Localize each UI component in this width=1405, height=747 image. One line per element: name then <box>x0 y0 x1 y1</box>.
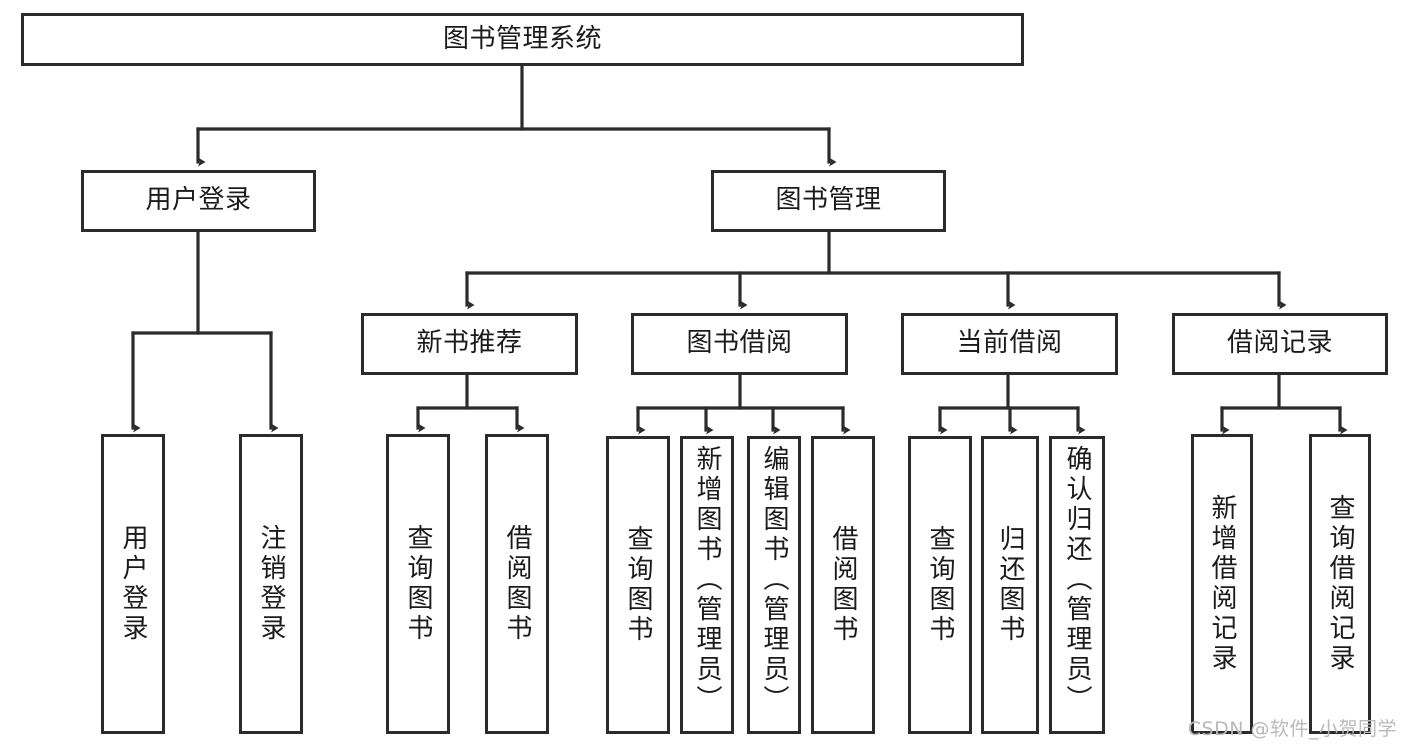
node-leaf-confirm-return-label: 确认归还（管理员） <box>1062 445 1092 715</box>
node-leaf-add-record[interactable]: 新增借阅记录 <box>1191 434 1253 734</box>
node-leaf-edit-book-label: 编辑图书（管理员） <box>759 445 789 715</box>
node-leaf-logout-login[interactable]: 注销登录 <box>239 434 303 734</box>
node-leaf-edit-book[interactable]: 编辑图书（管理员） <box>747 436 801 734</box>
node-leaf-user-login[interactable]: 用户登录 <box>101 434 165 734</box>
node-book-management-label: 图书管理 <box>775 185 882 216</box>
node-current-borrow[interactable]: 当前借阅 <box>901 313 1118 375</box>
node-root-label: 图书管理系统 <box>442 23 602 54</box>
node-leaf-add-book-label: 新增图书（管理员） <box>692 445 722 715</box>
node-borrow-record[interactable]: 借阅记录 <box>1172 313 1388 375</box>
node-book-management[interactable]: 图书管理 <box>711 170 946 232</box>
node-leaf-add-record-label: 新增借阅记录 <box>1207 494 1237 674</box>
node-leaf-query-book-3-label: 查询图书 <box>925 525 955 645</box>
node-leaf-query-record[interactable]: 查询借阅记录 <box>1309 434 1371 734</box>
node-borrow-record-label: 借阅记录 <box>1226 328 1333 359</box>
node-current-borrow-label: 当前借阅 <box>956 328 1063 359</box>
node-user-login-label: 用户登录 <box>145 185 252 216</box>
node-leaf-confirm-return[interactable]: 确认归还（管理员） <box>1049 436 1105 734</box>
node-leaf-query-record-label: 查询借阅记录 <box>1325 494 1355 674</box>
node-book-borrow[interactable]: 图书借阅 <box>631 313 848 375</box>
node-leaf-return-book[interactable]: 归还图书 <box>981 436 1039 734</box>
node-leaf-borrow-book-1-label: 借阅图书 <box>502 524 532 644</box>
node-leaf-borrow-book-2[interactable]: 借阅图书 <box>811 436 875 734</box>
node-leaf-user-login-label: 用户登录 <box>118 524 148 644</box>
node-root-book-management-system[interactable]: 图书管理系统 <box>21 13 1024 66</box>
node-leaf-return-book-label: 归还图书 <box>995 525 1025 645</box>
node-leaf-query-book-1[interactable]: 查询图书 <box>386 434 450 734</box>
node-book-borrow-label: 图书借阅 <box>686 328 793 359</box>
node-leaf-borrow-book-2-label: 借阅图书 <box>828 525 858 645</box>
node-leaf-query-book-1-label: 查询图书 <box>403 524 433 644</box>
node-new-book-recommend[interactable]: 新书推荐 <box>361 313 578 375</box>
node-leaf-logout-login-label: 注销登录 <box>256 524 286 644</box>
node-user-login[interactable]: 用户登录 <box>81 170 316 232</box>
node-new-book-recommend-label: 新书推荐 <box>416 328 523 359</box>
node-leaf-borrow-book-1[interactable]: 借阅图书 <box>485 434 549 734</box>
node-leaf-query-book-2-label: 查询图书 <box>623 525 653 645</box>
node-leaf-query-book-3[interactable]: 查询图书 <box>908 436 972 734</box>
node-leaf-query-book-2[interactable]: 查询图书 <box>606 436 670 734</box>
node-leaf-add-book[interactable]: 新增图书（管理员） <box>680 436 734 734</box>
